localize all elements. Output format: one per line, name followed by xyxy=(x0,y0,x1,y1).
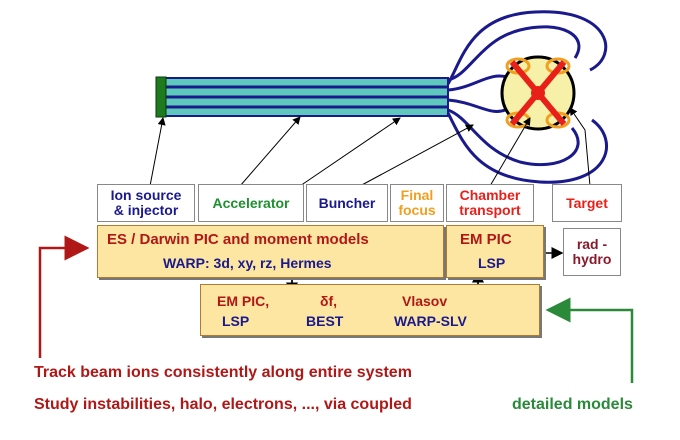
es-darwin-box xyxy=(97,225,444,278)
study-instabilities-text: Study instabilities, halo, electrons, ..… xyxy=(34,396,412,413)
label-accelerator: Accelerator xyxy=(198,184,304,222)
em-pic-lsp-sub: LSP xyxy=(478,255,506,271)
vlasov-sub: WARP-SLV xyxy=(394,313,467,329)
label-buncher-text: Buncher xyxy=(318,194,376,211)
detailed-models-text: detailed models xyxy=(512,396,633,413)
em-pic-lsp-title: EM PIC xyxy=(460,231,512,248)
label-ion-source-text: Ion source & injector xyxy=(110,187,182,218)
label-buncher: Buncher xyxy=(306,184,388,222)
rad-hydro-text: rad - hydro xyxy=(572,236,612,267)
label-ion-source: Ion source & injector xyxy=(97,184,195,222)
em-pic-lsp-box xyxy=(446,225,544,278)
label-chamber-transport: Chamber transport xyxy=(446,184,534,222)
delta-f-title: δf, xyxy=(320,293,338,309)
rad-hydro-box: rad - hydro xyxy=(563,228,621,276)
detailed-models-arrow xyxy=(545,297,634,383)
track-beam-ions-text: Track beam ions consistently along entir… xyxy=(34,364,412,381)
label-accelerator-text: Accelerator xyxy=(212,194,290,211)
final-focus-beam-lines xyxy=(446,10,608,184)
ion-injector-block xyxy=(155,76,167,118)
detailed-models-box xyxy=(200,284,540,336)
label-target: Target xyxy=(552,184,622,222)
label-target-text: Target xyxy=(566,194,608,211)
label-final-focus-text: Final focus xyxy=(398,187,436,218)
label-pointer-arrows xyxy=(149,107,591,187)
vlasov-title: Vlasov xyxy=(402,293,448,309)
label-chamber-transport-text: Chamber transport xyxy=(459,187,521,218)
label-final-focus: Final focus xyxy=(390,184,444,222)
target-chamber xyxy=(500,55,576,131)
delta-f-sub: BEST xyxy=(306,313,344,329)
em-pic-lower-sub: LSP xyxy=(222,313,250,329)
warp-line: WARP: 3d, xy, rz, Hermes xyxy=(163,255,332,271)
em-pic-lower-title: EM PIC, xyxy=(217,293,270,309)
accelerator-beam-tube xyxy=(157,77,449,117)
track-ions-arrow xyxy=(38,235,90,358)
es-darwin-title: ES / Darwin PIC and moment models xyxy=(107,231,369,248)
